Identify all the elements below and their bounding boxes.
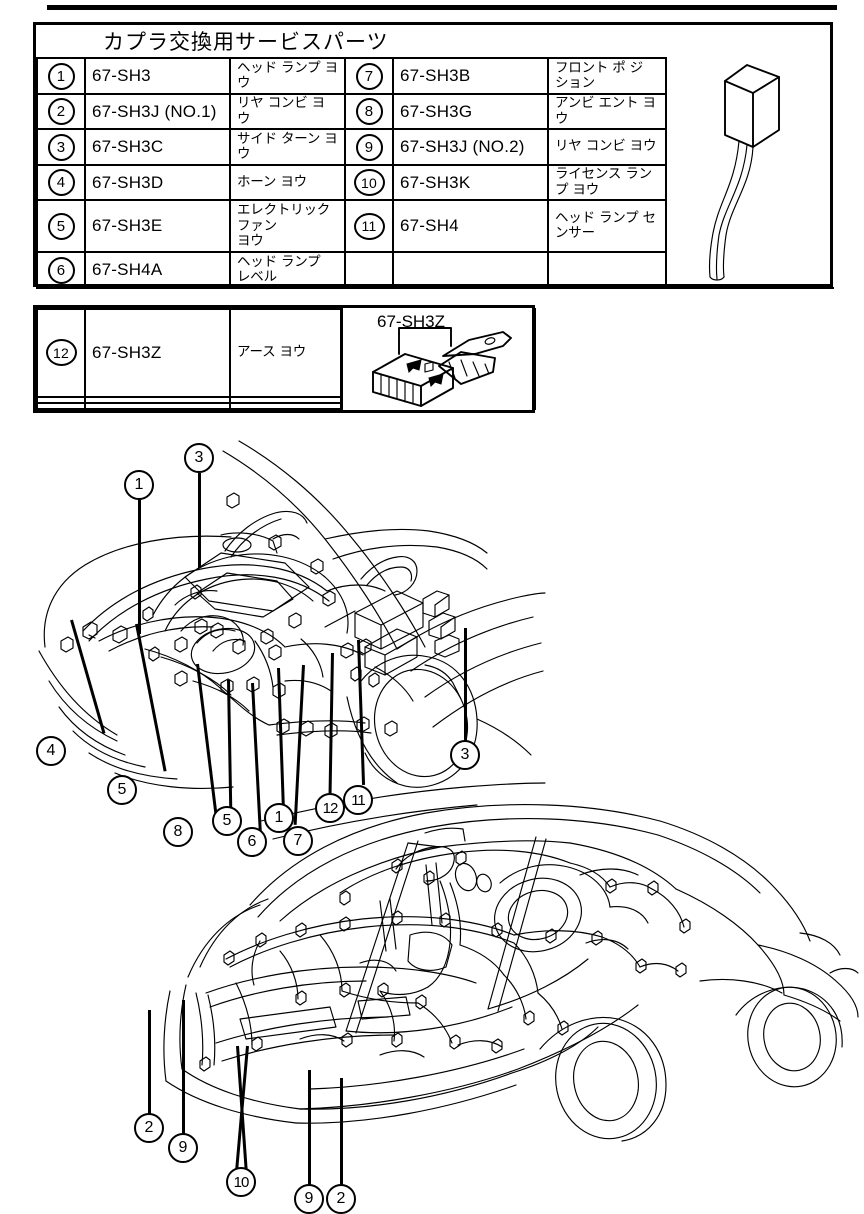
callout-5-left[interactable]: 5 [107, 775, 137, 805]
part-desc-7: フロント ポ ジ ション [546, 57, 668, 95]
row-number-1: 1 [36, 57, 86, 95]
part-desc-3: サイド ターン ヨウ [229, 128, 346, 166]
part-desc-empty [546, 251, 668, 289]
part-number-4: 67-SH3D [84, 163, 231, 202]
row-number-12: 12 [36, 308, 86, 398]
table-row [36, 395, 535, 404]
part-desc-9: リヤ コンビ ヨウ [546, 128, 668, 166]
part-number-7: 67-SH3B [392, 57, 549, 95]
callout-2-left[interactable]: 2 [134, 1113, 164, 1143]
row-number-4: 4 [36, 163, 86, 202]
callout-1-top[interactable]: 1 [124, 470, 154, 500]
part-desc-8: アンビ エント ヨウ [546, 92, 668, 131]
callout-5-mid[interactable]: 5 [212, 806, 242, 836]
callout-11[interactable]: 11 [343, 785, 373, 815]
engine-bay-artwork [38, 440, 546, 842]
part-desc-11: ヘッド ランプ センサー [546, 199, 668, 254]
part-number-blank-1 [84, 395, 231, 404]
part-desc-6: ヘッド ランプ レベル [229, 251, 346, 289]
part-number-12: 67-SH3Z [84, 308, 231, 398]
leader-9-right [308, 1070, 311, 1186]
part-desc-4: ホーン ヨウ [229, 163, 346, 202]
row-number-6: 6 [36, 251, 86, 289]
part-number-6: 67-SH4A [84, 251, 231, 289]
two-wire-connector-drawing [708, 64, 780, 281]
callout-8[interactable]: 8 [163, 817, 193, 847]
leader-9-left [182, 1000, 185, 1135]
table-row: 5 67-SH3E エレクトリック ファン ヨウ 11 67-SH4 ヘッド ラ… [36, 199, 834, 254]
ground-illustration-frame: 67-SH3Z [340, 305, 535, 413]
ground-illustration-label: 67-SH3Z [377, 312, 446, 331]
callout-3-top[interactable]: 3 [184, 443, 214, 473]
row-number-empty [344, 251, 394, 289]
parts-table: カプラ交換用サービスパーツ 1 [33, 22, 835, 289]
callout-9-right[interactable]: 9 [294, 1184, 324, 1214]
part-desc-12: アース ヨウ [229, 308, 346, 398]
part-number-9: 67-SH3J (NO.2) [392, 128, 549, 166]
table-row: 6 67-SH4A ヘッド ランプ レベル [36, 251, 834, 289]
part-desc-10: ライセンス ランプ ヨウ [546, 163, 668, 202]
part-number-8: 67-SH3G [392, 92, 549, 131]
row-number-8: 8 [344, 92, 394, 131]
callout-12[interactable]: 12 [315, 793, 345, 823]
leader-3-right [464, 628, 467, 748]
part-desc-5: エレクトリック ファン ヨウ [229, 199, 346, 254]
part-number-11: 67-SH4 [392, 199, 549, 254]
row-number-10: 10 [344, 163, 394, 202]
row-number-3: 3 [36, 128, 86, 166]
part-number-2: 67-SH3J (NO.1) [84, 92, 231, 131]
row-number-9: 9 [344, 128, 394, 166]
table-row: 3 67-SH3C サイド ターン ヨウ 9 67-SH3J (NO.2) リヤ… [36, 128, 834, 166]
engine-bay-diagram [25, 435, 546, 855]
body-harness-diagram [140, 755, 860, 1155]
part-number-3: 67-SH3C [84, 128, 231, 166]
leader-2-right [340, 1078, 343, 1186]
leader-3-top [198, 473, 201, 568]
part-number-1: 67-SH3 [84, 57, 231, 95]
callout-6[interactable]: 6 [237, 827, 267, 857]
parts-table-title-row: カプラ交換用サービスパーツ [37, 25, 835, 289]
part-desc-2: リヤ コンビ ヨウ [229, 92, 346, 131]
ground-terminal-drawing [372, 327, 512, 407]
body-harness-artwork [163, 804, 859, 1142]
part-number-empty [392, 251, 549, 289]
table-row [36, 401, 535, 411]
table-row: 2 67-SH3J (NO.1) リヤ コンビ ヨウ 8 67-SH3G アンビ… [36, 92, 834, 131]
callout-4[interactable]: 4 [36, 736, 66, 766]
table-row: 1 67-SH3 ヘッド ランプ ヨウ 7 67-SH3B フロント ポ ジ シ… [36, 57, 834, 95]
part-desc-blank-2 [229, 401, 346, 411]
row-number-blank-1 [36, 395, 86, 404]
part-number-blank-2 [84, 401, 231, 411]
callout-2-right[interactable]: 2 [326, 1184, 356, 1214]
parts-table-title: カプラ交換用サービスパーツ [37, 25, 667, 60]
part-number-10: 67-SH3K [392, 163, 549, 202]
row-number-11: 11 [344, 199, 394, 254]
part-number-5: 67-SH3E [84, 199, 231, 254]
callout-10[interactable]: 10 [226, 1167, 256, 1197]
row-number-2: 2 [36, 92, 86, 131]
row-number-7: 7 [344, 57, 394, 95]
callout-9-left[interactable]: 9 [168, 1133, 198, 1163]
connector-illustration-cell [666, 25, 835, 289]
table-row: 4 67-SH3D ホーン ヨウ 10 67-SH3K ライセンス ランプ ヨウ [36, 163, 834, 202]
row-number-5: 5 [36, 199, 86, 254]
callout-7[interactable]: 7 [283, 826, 313, 856]
leader-2-left [148, 1010, 151, 1115]
part-desc-1: ヘッド ランプ ヨウ [229, 57, 346, 95]
scan-artifact-bar [47, 5, 837, 10]
leader-1-top [138, 494, 141, 634]
row-number-blank-2 [36, 401, 86, 411]
callout-3-right[interactable]: 3 [450, 740, 480, 770]
